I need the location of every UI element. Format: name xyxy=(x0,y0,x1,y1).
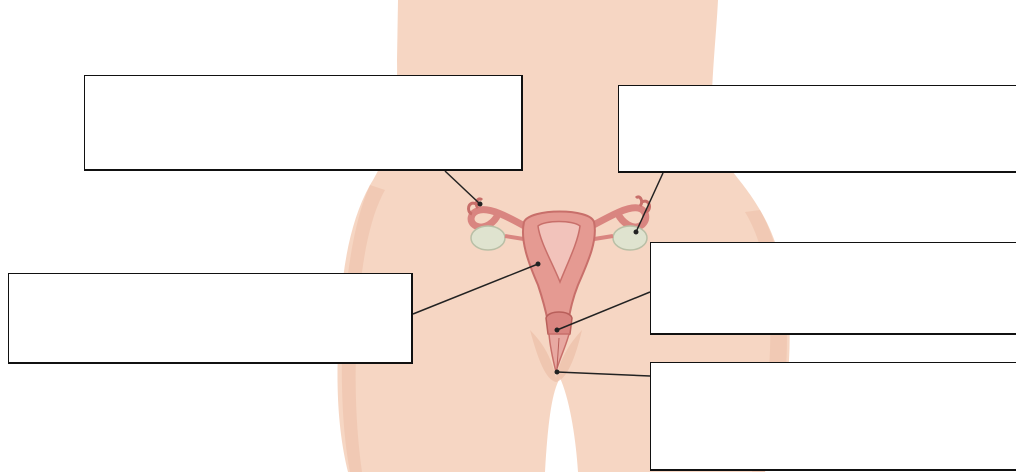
left-ovary xyxy=(471,226,505,250)
label-box-uterus[interactable] xyxy=(8,273,413,364)
leader-dot-2 xyxy=(634,230,639,235)
leader-dot-3 xyxy=(536,262,541,267)
leader-dot-1 xyxy=(478,202,483,207)
label-box-ovary[interactable] xyxy=(618,85,1016,173)
leader-dot-5 xyxy=(555,370,560,375)
right-ovary xyxy=(613,226,647,250)
label-box-fallopian-tube[interactable] xyxy=(84,75,523,171)
leader-dot-4 xyxy=(555,328,560,333)
label-box-cervix[interactable] xyxy=(650,242,1016,335)
label-box-vagina[interactable] xyxy=(650,362,1016,471)
